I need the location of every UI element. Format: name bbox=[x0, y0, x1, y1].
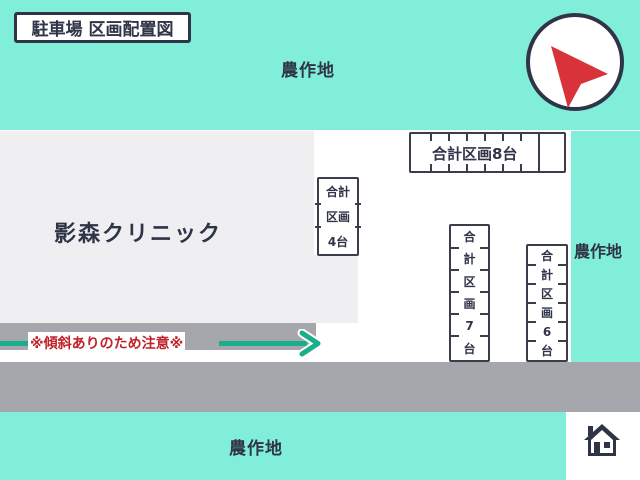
parking-lot-7-line: 区 bbox=[461, 274, 478, 289]
parking-lot-8: 合計区画8台 bbox=[409, 132, 566, 173]
parking-lot-7-line: 計 bbox=[461, 252, 478, 267]
parking-lot-7-line: 7 bbox=[463, 319, 476, 334]
bottom-farmland-label: 農作地 bbox=[229, 439, 283, 459]
slope-arrow-line bbox=[0, 341, 28, 346]
house-icon bbox=[584, 424, 620, 456]
clinic-label: 影森クリニック bbox=[54, 222, 223, 247]
parking-lot-7-line: 合 bbox=[461, 230, 478, 245]
top-farmland-label: 農作地 bbox=[281, 61, 335, 81]
road bbox=[0, 362, 640, 412]
parking-lot-6: 合 計 区 画 6 台 bbox=[526, 244, 568, 362]
parking-lot-6-line: 区 bbox=[538, 286, 555, 301]
parking-lot-4: 合計 区画 4台 bbox=[315, 177, 361, 256]
parking-lot-6-line: 6 bbox=[540, 324, 554, 339]
compass-icon bbox=[526, 13, 624, 111]
map-title: 駐車場 区画配置図 bbox=[14, 12, 191, 43]
parking-lot-6-line: 計 bbox=[538, 267, 555, 282]
parking-lot-4-line: 4台 bbox=[325, 234, 351, 249]
right-farmland bbox=[571, 131, 640, 362]
parking-lot-6-line: 画 bbox=[538, 305, 555, 320]
slope-warning-label: ※傾斜ありのため注意※ bbox=[28, 332, 186, 354]
parking-lot-6-line: 合 bbox=[538, 248, 555, 263]
clinic-building-lower bbox=[0, 255, 358, 323]
compass-pointer-icon bbox=[551, 46, 608, 107]
parking-lot-7-line: 画 bbox=[461, 297, 478, 312]
bottom-farmland bbox=[0, 412, 566, 480]
home-area bbox=[566, 412, 640, 480]
parking-lot-4-line: 区画 bbox=[323, 209, 352, 224]
parking-lot-7: 合 計 区 画 7 台 bbox=[449, 224, 490, 362]
arrow-right-icon bbox=[297, 329, 323, 359]
clinic-building bbox=[0, 131, 314, 256]
right-farmland-label: 農作地 bbox=[574, 242, 623, 261]
slope-arrow-line bbox=[219, 341, 307, 346]
parking-lot-6-line: 台 bbox=[538, 343, 555, 358]
parking-lot-7-line: 台 bbox=[461, 341, 478, 356]
parking-lot-8-label: 合計区画8台 bbox=[429, 142, 521, 164]
parking-lot-4-line: 合計 bbox=[323, 184, 352, 199]
